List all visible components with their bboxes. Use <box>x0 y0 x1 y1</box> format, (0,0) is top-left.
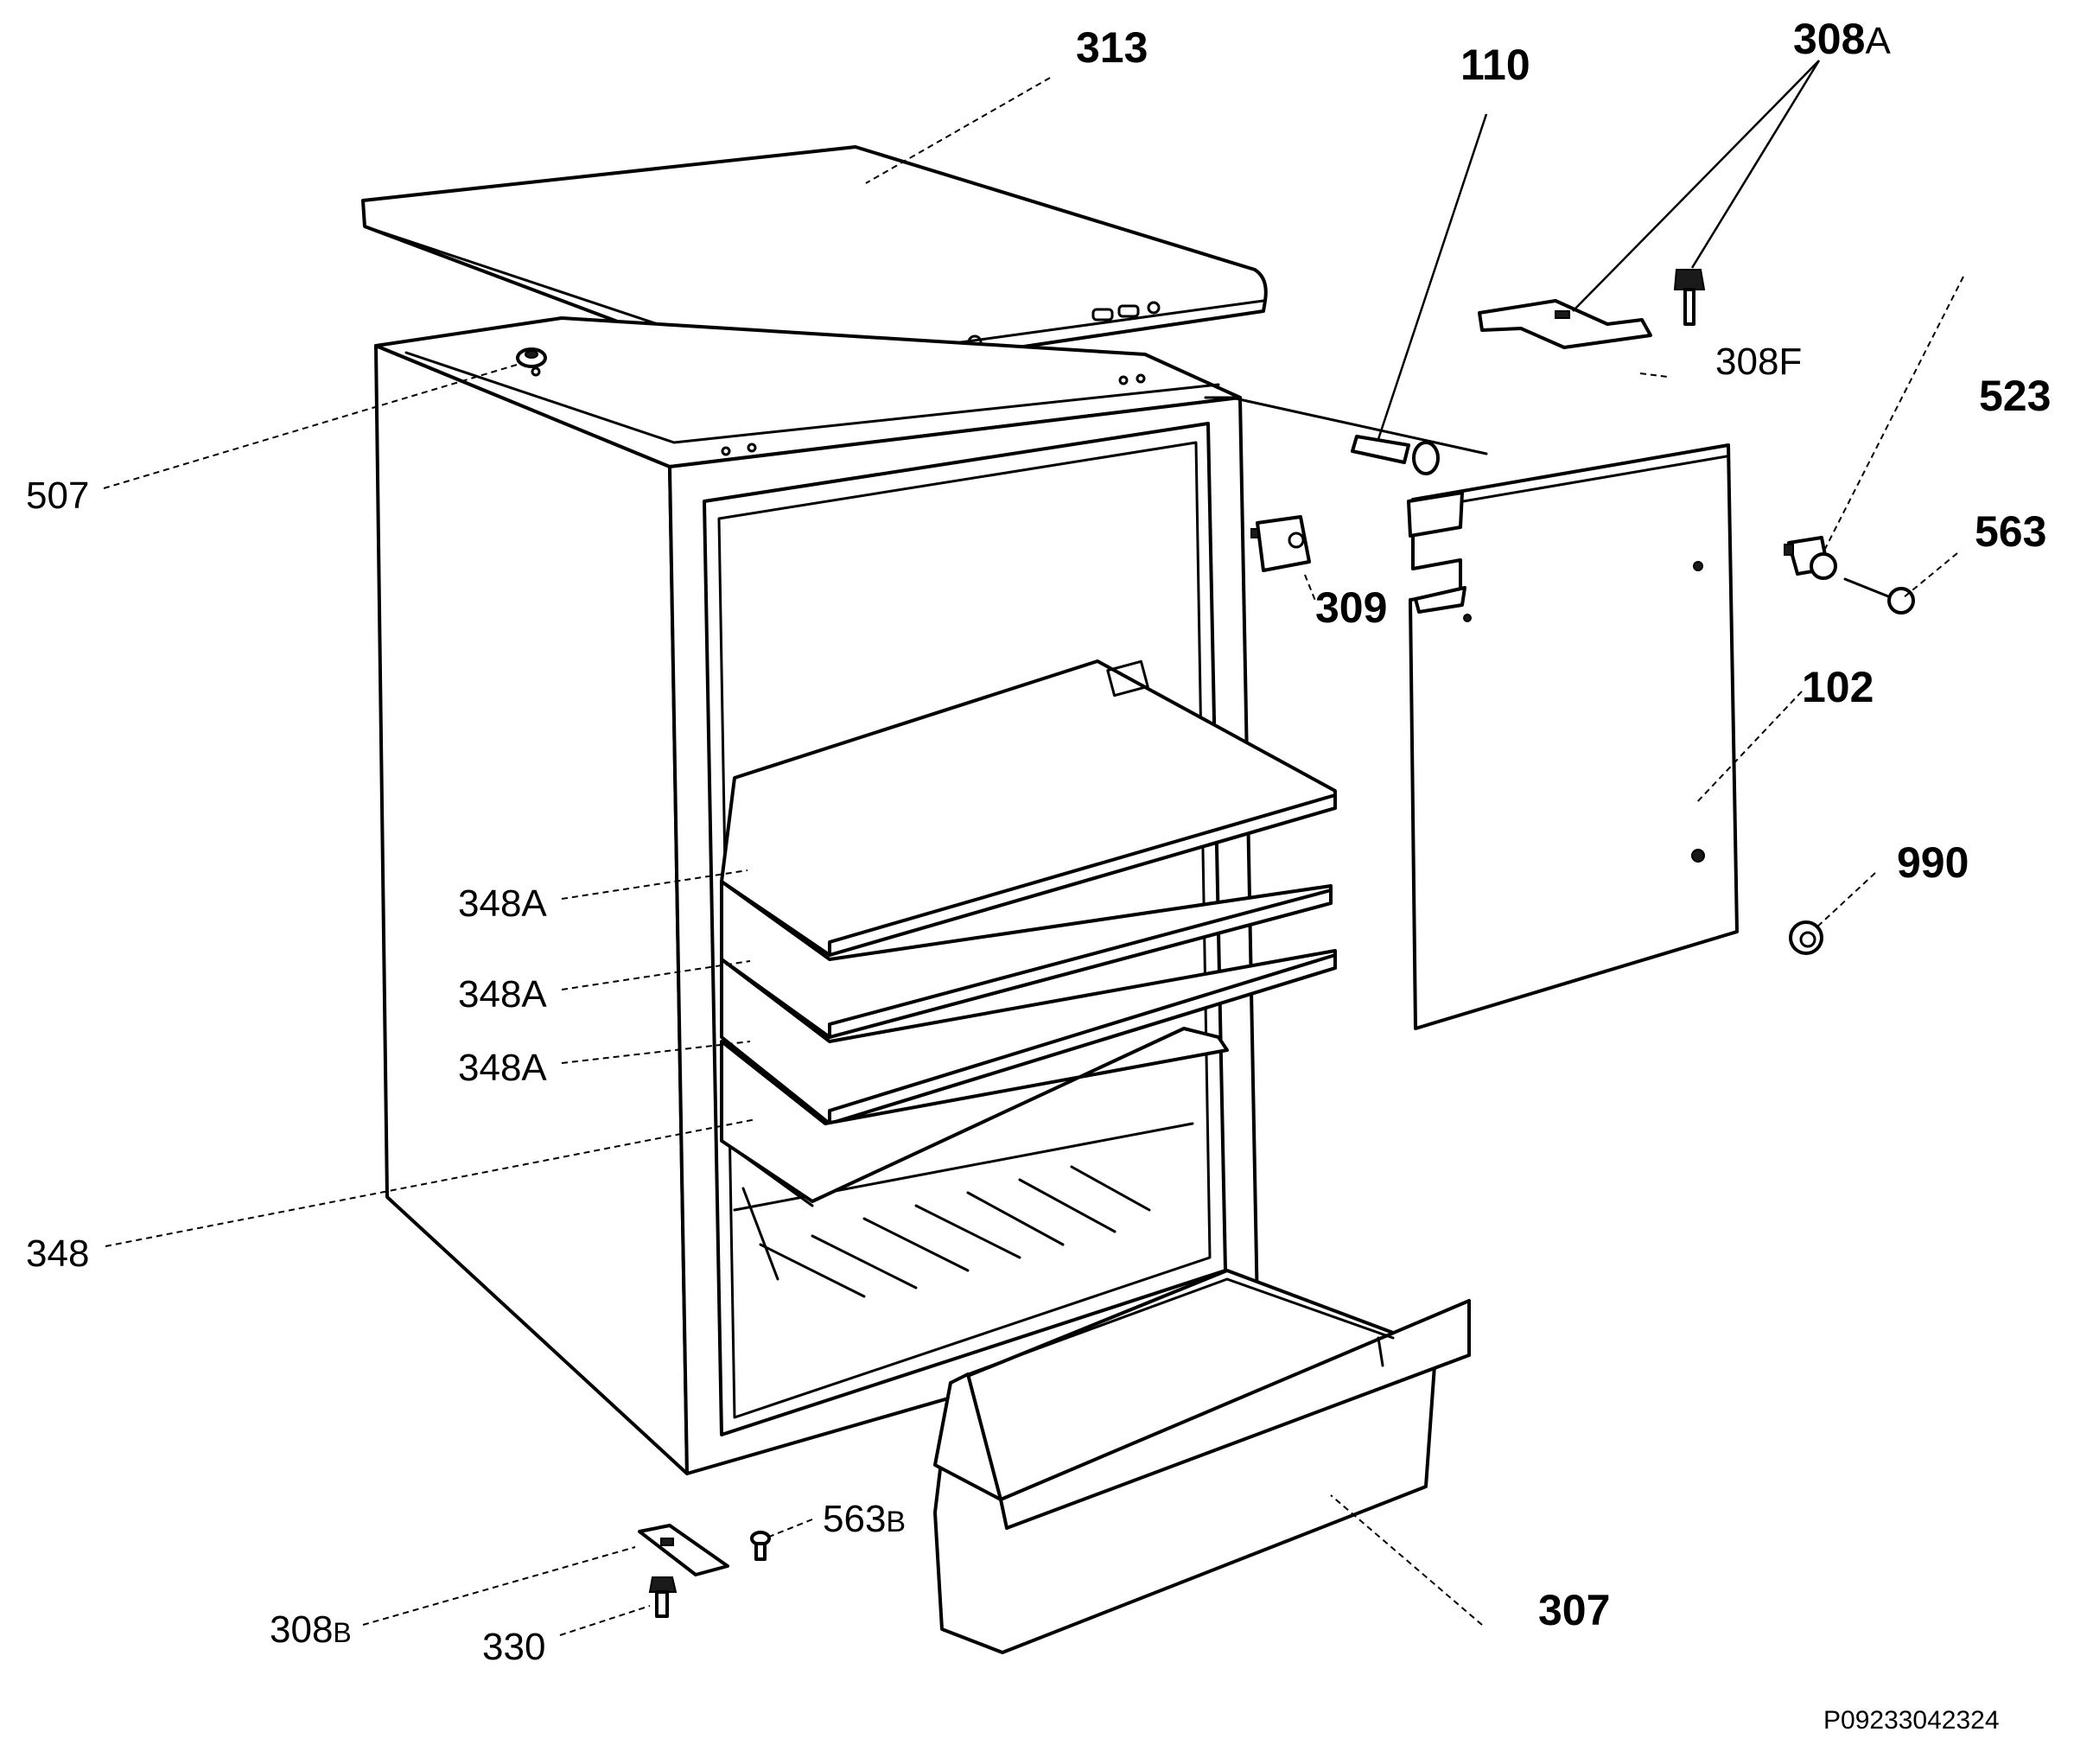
label-330: 330 <box>482 1626 545 1668</box>
leader-lines <box>103 60 1964 1636</box>
drawing-code: P09233042324 <box>1823 1706 2000 1735</box>
screw-308a <box>1673 269 1706 326</box>
callout-labels: 313 110 308A 308F 523 563 507 309 102 99… <box>26 15 2051 1735</box>
knob-507 <box>516 347 547 368</box>
label-307: 307 <box>1538 1586 1610 1634</box>
label-348a-1: 348A <box>458 882 547 925</box>
label-348: 348 <box>26 1232 89 1275</box>
pin-308f <box>1639 373 1669 378</box>
label-348a-2: 348A <box>458 973 547 1016</box>
label-308b: 308B <box>270 1608 352 1651</box>
label-308a: 308A <box>1793 15 1891 63</box>
cap-990 <box>1789 920 1823 955</box>
label-309: 309 <box>1315 583 1387 632</box>
label-507: 507 <box>26 474 89 517</box>
rod-110 <box>1230 396 1488 475</box>
pin-563b <box>750 1531 771 1561</box>
label-110: 110 <box>1460 41 1530 89</box>
hinge-308b <box>638 1524 729 1576</box>
door-panel-102 <box>1407 443 1739 1030</box>
label-563: 563 <box>1975 507 2046 556</box>
label-523: 523 <box>1979 372 2051 420</box>
shelf-348a-bottom <box>720 949 1337 1125</box>
hinge-308a <box>1478 299 1652 349</box>
label-308f: 308F <box>1715 341 1802 383</box>
label-348a-3: 348A <box>458 1047 547 1089</box>
label-990: 990 <box>1897 838 1969 887</box>
screw-563 <box>1843 577 1915 615</box>
latch-523 <box>1784 536 1837 580</box>
shelf-348 <box>720 1027 1229 1207</box>
screw-330 <box>648 1576 678 1618</box>
door-bin-307 <box>933 1269 1471 1654</box>
hinge-bracket-309 <box>1250 515 1311 572</box>
label-102: 102 <box>1802 663 1874 711</box>
label-563b: 563B <box>823 1498 906 1540</box>
label-313: 313 <box>1076 23 1148 72</box>
